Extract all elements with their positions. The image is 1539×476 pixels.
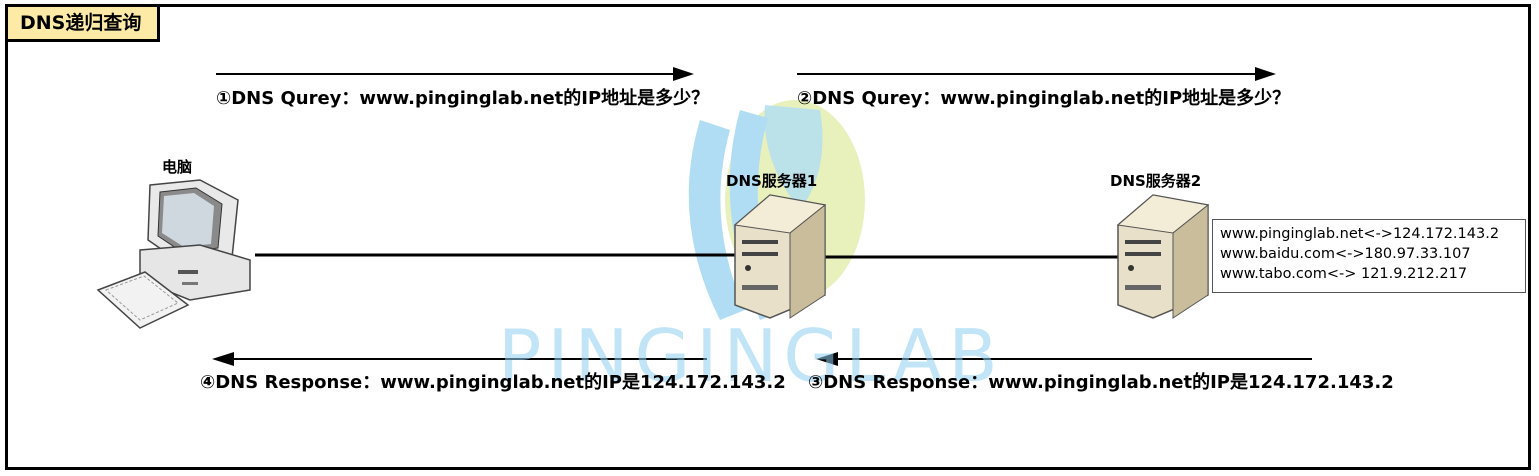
server1-icon bbox=[733, 194, 827, 319]
computer-icon bbox=[96, 179, 251, 329]
message-step3: ③DNS Response：www.pinginglab.net的IP是124.… bbox=[808, 372, 1394, 393]
watermark-text: PINGINGLAB bbox=[498, 314, 1004, 398]
server1-label: DNS服务器1 bbox=[726, 172, 818, 190]
arrow-step4 bbox=[212, 352, 707, 366]
arrow-step1 bbox=[216, 67, 694, 81]
dns-record: www.tabo.com<-> 121.9.212.217 bbox=[1220, 266, 1468, 282]
arrow-step2 bbox=[797, 67, 1276, 81]
computer-label: 电脑 bbox=[162, 158, 193, 176]
server2-icon bbox=[1116, 194, 1210, 319]
server2-label: DNS服务器2 bbox=[1110, 172, 1202, 190]
dns-record: www.baidu.com<->180.97.33.107 bbox=[1220, 246, 1471, 262]
message-step2: ②DNS Qurey：www.pinginglab.net的IP地址是多少？ bbox=[797, 88, 1291, 109]
arrow-step3 bbox=[816, 352, 1312, 366]
dns-record: www.pinginglab.net<->124.172.143.2 bbox=[1220, 226, 1500, 242]
message-step1: ①DNS Qurey：www.pinginglab.net的IP地址是多少？ bbox=[216, 88, 710, 109]
message-step4: ④DNS Response：www.pinginglab.net的IP是124.… bbox=[200, 372, 786, 393]
diagram-title: DNS递归查询 bbox=[5, 4, 160, 42]
dns-records-table: www.pinginglab.net<->124.172.143.2 www.b… bbox=[1212, 219, 1526, 293]
